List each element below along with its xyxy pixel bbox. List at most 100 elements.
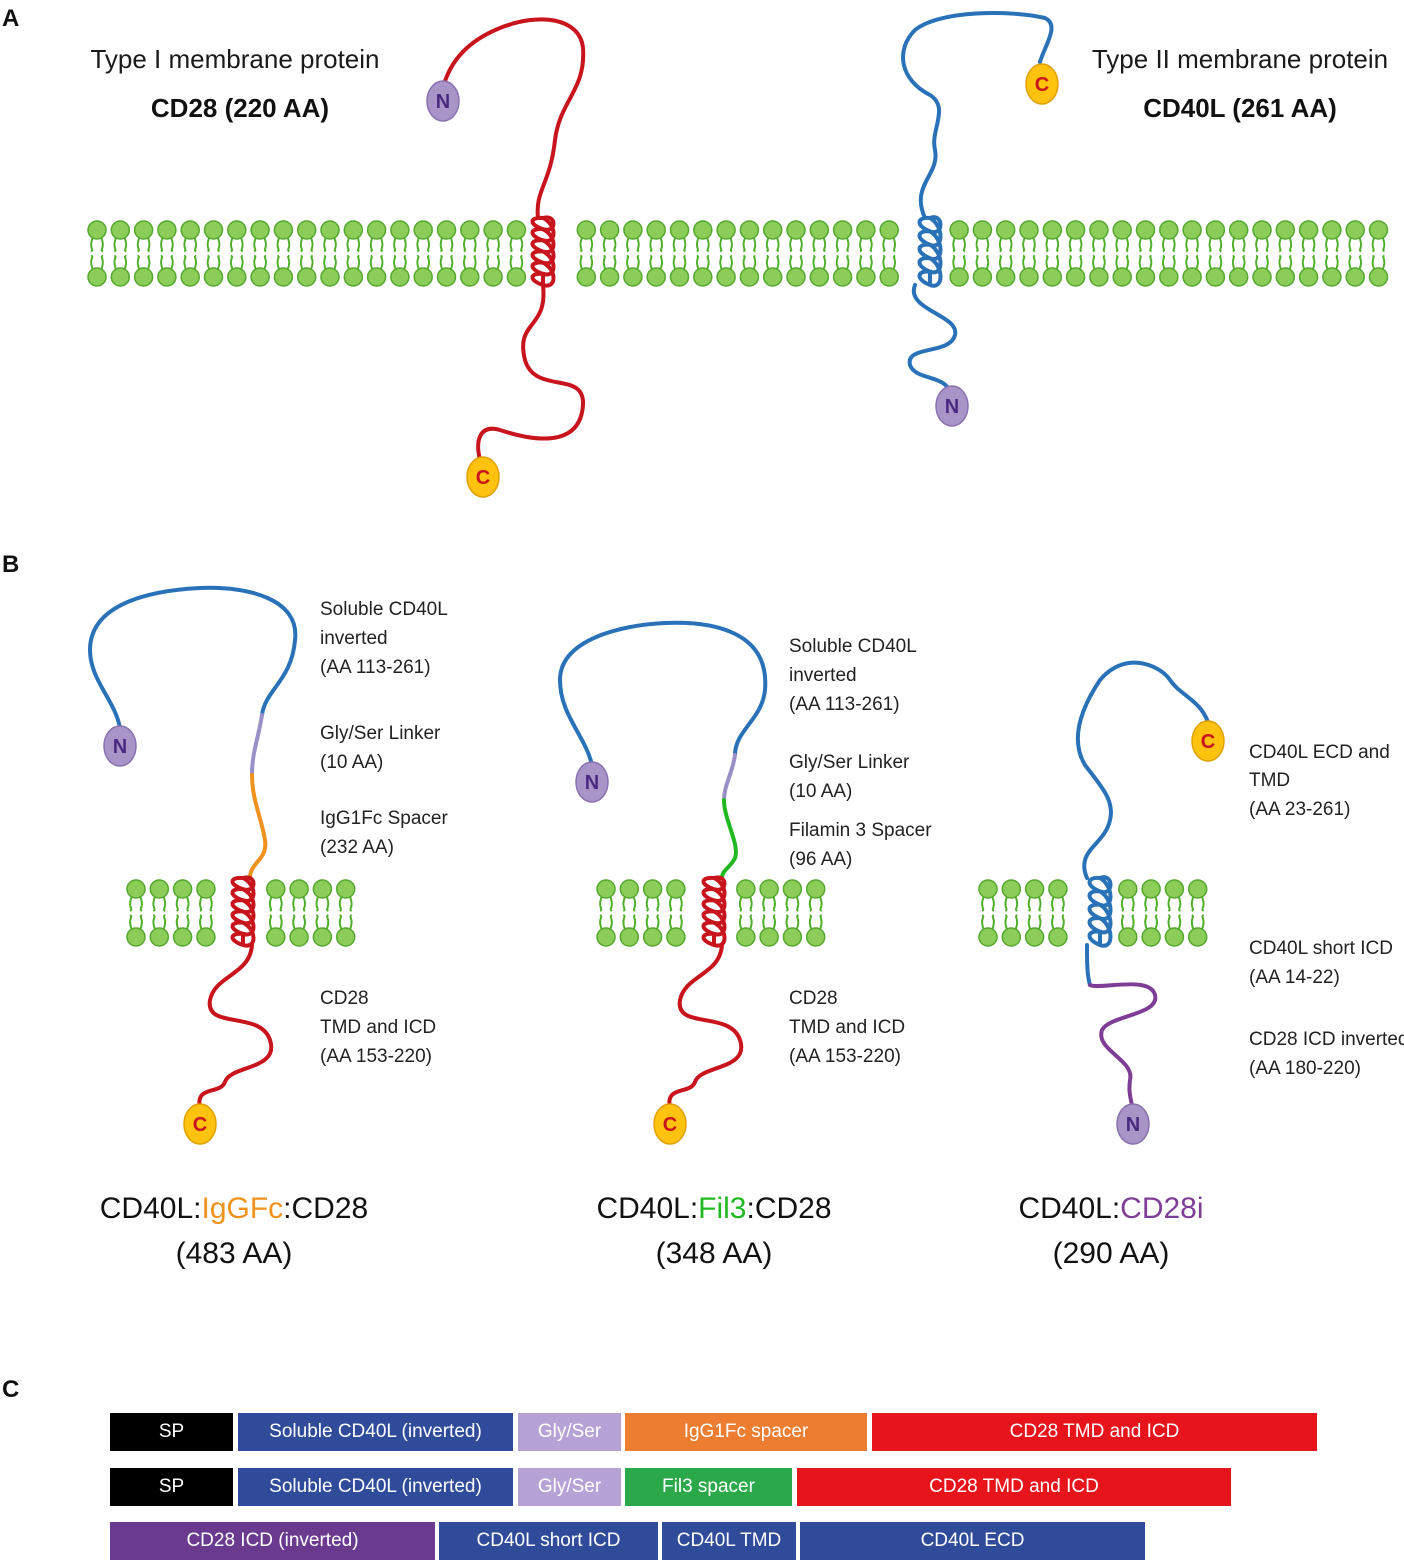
row3-cd40l-tmd: CD40L TMD <box>662 1522 796 1560</box>
panel-a-membrane-lipid-head <box>180 220 200 240</box>
panel-a-membrane-lipid-tail <box>183 236 198 271</box>
c1-label-9: (AA 153-220) <box>320 1046 432 1067</box>
construct2-protein <box>557 620 768 1110</box>
panel-a-membrane-lipid-head <box>1042 267 1063 287</box>
construct1-membrane-lipid-head <box>172 879 193 899</box>
construct1-membrane-lipid-tail <box>292 895 306 931</box>
panel-a-membrane-lipid-tail <box>1161 236 1176 271</box>
panel-a-membrane-lipid-tail <box>393 236 407 271</box>
c3-label-3: CD40L short ICD <box>1249 938 1393 959</box>
panel-a-membrane-lipid <box>87 220 107 287</box>
construct2-name-spacer: Fil3 <box>698 1192 746 1225</box>
construct2-membrane-lipid-head <box>736 879 756 899</box>
panel-a-membrane-lipid-head <box>599 267 620 287</box>
panel-a-membrane-lipid <box>762 220 783 287</box>
panel-a-membrane-lipid-head <box>460 220 480 240</box>
panel-a-membrane-lipid <box>856 220 876 287</box>
cd28-extracellular-chain <box>441 17 586 220</box>
construct1-membrane-lipid-head <box>196 927 216 947</box>
panel-a-membrane-lipid <box>716 220 736 287</box>
panel-a-membrane-lipid-head <box>693 220 713 240</box>
construct1-membrane-lipid-head <box>266 879 286 899</box>
construct3-membrane-lipid <box>1164 879 1185 947</box>
construct1-membrane-lipid-tail <box>129 895 143 931</box>
cd28-n-terminus-bubble <box>426 80 460 122</box>
construct1-c-terminus: C <box>183 1103 217 1145</box>
cd28-name-label: CD28 (220 AA) <box>151 93 329 123</box>
panel-a-membrane-lipid-head <box>1112 220 1132 240</box>
construct3-membrane-lipid-head <box>1001 927 1022 947</box>
panel-a-membrane-lipid-head <box>576 267 597 287</box>
panel-a-membrane-lipid-head <box>716 220 736 240</box>
panel-a-membrane-lipid-head <box>599 220 620 240</box>
cd40l-extracellular-chain <box>901 11 1054 220</box>
construct1-n-terminus-letter: N <box>113 736 127 758</box>
construct1-membrane-lipid-head <box>289 879 309 899</box>
construct3-membrane-lipid-head <box>1164 927 1185 947</box>
construct1-labels: Soluble CD40L inverted (AA 113-261) Gly/… <box>320 599 448 1067</box>
row1-igg1fc-spacer: IgG1Fc spacer <box>625 1413 867 1451</box>
panel-a-membrane-lipid-head <box>1065 267 1086 287</box>
panel-a-membrane-lipid-head <box>949 220 969 240</box>
construct3-membrane-lipid-head <box>1118 879 1138 899</box>
panel-a-membrane-lipid <box>390 220 410 287</box>
construct2-membrane-lipid-head <box>805 927 826 947</box>
construct3-membrane-lipid-head <box>1118 927 1138 947</box>
construct2-name-suffix: :CD28 <box>747 1192 832 1225</box>
construct3-membrane-lipid-head <box>1048 879 1068 899</box>
panel-a-membrane-lipid-tail <box>1092 236 1106 271</box>
cd40l-n-terminus: N <box>935 385 969 427</box>
c2-label-4: (10 AA) <box>789 781 852 802</box>
construct2-membrane-lipid-tail <box>622 895 637 931</box>
panel-a-membrane-lipid-head <box>436 220 457 240</box>
panel-a-membrane-lipid-tail <box>1348 236 1363 271</box>
c2-label-5: Filamin 3 Spacer <box>789 820 932 841</box>
construct3-membrane-lipid-tail <box>1120 895 1135 931</box>
panel-a-membrane-lipid-head <box>1182 220 1202 240</box>
panel-a-membrane-lipid <box>250 220 270 287</box>
construct1-transmembrane-helix <box>230 875 256 948</box>
panel-a-membrane-lipid-tail <box>416 236 431 271</box>
panel-a-membrane-lipid-tail <box>672 236 687 271</box>
c1-label-3: Gly/Ser Linker <box>320 723 441 744</box>
panel-a-membrane-lipid-tail <box>1208 236 1223 271</box>
panel-a-membrane-lipid-tail <box>1022 236 1036 271</box>
construct2-membrane-lipid-head <box>759 879 779 899</box>
row2-fil3-spacer: Fil3 spacer <box>625 1468 792 1506</box>
panel-a-membrane-lipid-head <box>995 267 1016 287</box>
panel-a-membrane-lipid-head <box>623 220 643 240</box>
panel-a-membrane-lipid-head <box>483 220 503 240</box>
construct3-c-terminus: C <box>1191 720 1225 762</box>
construct3-membrane-lipid <box>1141 879 1161 947</box>
panel-a-membrane-lipid-head <box>762 267 783 287</box>
construct2-membrane-lipid-tail <box>738 895 753 931</box>
panel-a-membrane-lipid-head <box>390 220 410 240</box>
panel-a-membrane-lipid-head <box>273 267 294 287</box>
c3-label-0: CD40L ECD and <box>1249 742 1390 763</box>
panel-a-membrane-lipid-tail <box>113 236 128 271</box>
panel-a-membrane-lipid-head <box>1252 267 1272 287</box>
panel-a-membrane-lipid-head <box>296 267 317 287</box>
construct2-n-terminus-letter: N <box>585 772 599 794</box>
construct3-transmembrane-helix <box>1087 875 1113 948</box>
panel-a-membrane-lipid-head <box>1042 220 1063 240</box>
panel-a-membrane-lipid-head <box>832 267 853 287</box>
panel-a-membrane-lipid-head <box>110 220 131 240</box>
panel-a-membrane-lipid <box>576 220 597 287</box>
construct3-labels: CD40L ECD and TMD (AA 23-261) CD40L shor… <box>1249 742 1404 1079</box>
panel-a-membrane-lipid <box>786 220 806 287</box>
panel-a-membrane-lipid <box>436 220 457 287</box>
construct3-name-prefix: CD40L: <box>1018 1192 1120 1225</box>
panel-a-membrane-lipid-head <box>739 267 760 287</box>
construct2-membrane-lipid-head <box>782 879 803 899</box>
construct1-membrane-lipid-tail <box>268 895 283 931</box>
panel-a-membrane-lipid <box>343 220 364 287</box>
construct1-membrane-lipid-head <box>149 879 170 899</box>
panel-a-membrane-lipid-head <box>133 220 154 240</box>
cd28-c-terminus-letter: C <box>476 467 490 489</box>
construct3-cd28-icd-inverted <box>1088 982 1158 1110</box>
panel-a-membrane-lipid <box>366 220 387 287</box>
panel-a-membrane-lipid-head <box>1228 220 1249 240</box>
